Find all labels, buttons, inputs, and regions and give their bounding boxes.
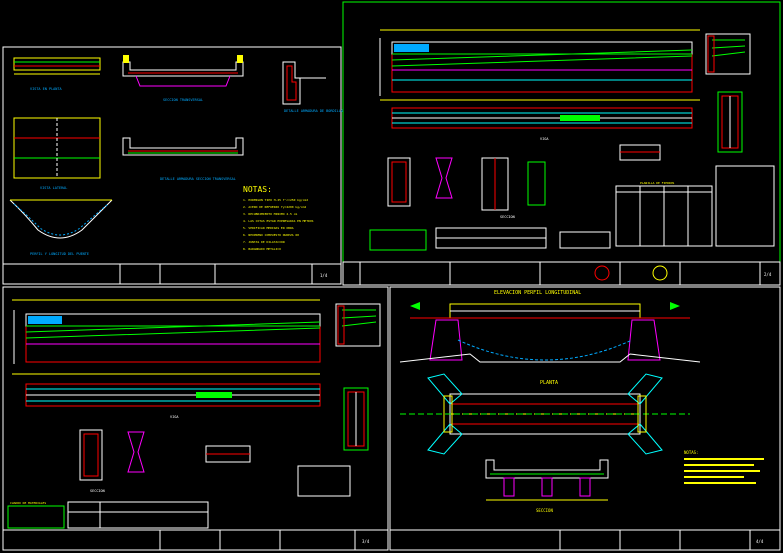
viga-seccion-extremo <box>705 33 751 75</box>
detalle-seccion: DETALLE ARMADURA SECCION TRANSVERSAL <box>122 137 244 181</box>
nota-8: 8. BARANDADO METALICO <box>243 247 281 251</box>
detalle-bordillo-title: DETALLE ARMADURA DE BORDILLO <box>284 109 343 113</box>
viga-seccion-extremo-bottom <box>335 303 381 347</box>
nota-7: 7. JUNTAS DE DILATACION <box>243 240 285 244</box>
viga-title-top: VIGA <box>540 137 549 141</box>
vista-en-planta: VISTA EN PLANTA <box>13 57 101 91</box>
seccion-puente-title: SECCION <box>536 508 553 513</box>
tablas-pequenas-top <box>369 227 611 251</box>
planilla-title: PLANILLA DE FIERROS <box>640 181 675 185</box>
arrow-left-icon <box>410 302 420 310</box>
nota-3: 3. RECUBRIMIENTO MINIMO 2.5 cm <box>243 212 297 216</box>
viga-elevacion-top <box>379 29 700 96</box>
cuadro-materiales-title: CUADRO DE MATERIALES <box>10 501 46 505</box>
seccion-puente: SECCION <box>485 459 609 513</box>
nota-5: 5. VERIFICAR MEDIDAS EN OBRA <box>243 226 294 230</box>
tb1-sheet-number: 1/4 <box>320 273 328 278</box>
planta-title: PLANTA <box>540 380 558 386</box>
tb2-sheet-number: 2/4 <box>764 272 772 277</box>
title-block-1: 1/4 <box>2 263 342 285</box>
sheet-top-right: VIGA SECCION PLANILLA DE FIERRO <box>342 29 781 286</box>
vista-planta-title: VISTA EN PLANTA <box>30 87 63 91</box>
nota-2: 2. ACERO DE REFUERZO fy=4200 kg/cm2 <box>243 205 306 209</box>
elevacion-title: ELEVACION PERFIL LONGITUDINAL <box>494 290 581 296</box>
notas-title: NOTAS: <box>243 185 272 194</box>
sheet-top-left: VISTA EN PLANTA SECCION TRANSVERSAL DETA… <box>2 55 343 285</box>
detalle-columna-bottom <box>343 387 369 451</box>
planilla-fierros: PLANILLA DE FIERROS <box>615 165 775 247</box>
vista-lateral: VISTA LATERAL <box>13 117 101 190</box>
notas-bottom-right: NOTAS: <box>684 450 764 484</box>
tb4-sheet-number: 4/4 <box>756 539 764 544</box>
sheet-bottom-left: VIGA SECCION CUADRO DE MATERIALES <box>2 299 389 551</box>
secciones-viga-bottom: SECCION <box>79 429 251 493</box>
nota-1: 1. HORMIGON TIPO H-25 f'c=250 kg/cm2 <box>243 198 308 202</box>
perfil-puente-title: PERFIL Y LONGITUD DEL PUENTE <box>30 252 89 256</box>
viga-planta-top: VIGA <box>380 99 700 141</box>
title-block-3: 3/4 <box>2 529 389 551</box>
nota-6: 6. NEOPRENO COMPUESTO DUREZA 60 <box>243 233 299 237</box>
seccion-transversal-title: SECCION TRANSVERSAL <box>163 98 203 102</box>
title-block-4: 4/4 <box>389 529 781 551</box>
cuadro-materiales: CUADRO DE MATERIALES <box>7 465 351 529</box>
nota-4: 4. LAS COTAS ESTAN EXPRESADAS EN METROS <box>243 219 314 223</box>
seccion-title-top: SECCION <box>500 215 515 219</box>
vista-lateral-title: VISTA LATERAL <box>40 186 67 190</box>
university-logo-icon <box>594 265 610 281</box>
viga-title-bottom: VIGA <box>170 415 179 419</box>
elevacion-longitudinal <box>399 302 701 363</box>
planta-puente: PLANTA <box>400 373 690 455</box>
secciones-viga-top: SECCION <box>387 144 661 219</box>
sheet-bottom-right: ELEVACION PERFIL LONGITUDINAL PLANTA <box>389 290 781 551</box>
tb3-sheet-number: 3/4 <box>362 539 370 544</box>
viga-planta-bottom: VIGA <box>12 373 321 419</box>
seccion-title-bottom: SECCION <box>90 489 105 493</box>
notas-top-left: NOTAS: 1. HORMIGON TIPO H-25 f'c=250 kg/… <box>243 185 314 251</box>
notas-br-title: NOTAS: <box>684 450 698 455</box>
detalle-bordillo: DETALLE ARMADURA DE BORDILLO <box>282 61 343 113</box>
viga-elevacion-bottom <box>12 299 321 364</box>
seal-logo-icon <box>652 265 668 281</box>
seccion-transversal: SECCION TRANSVERSAL <box>122 55 244 102</box>
perfil-puente: PERFIL Y LONGITUD DEL PUENTE <box>9 199 113 256</box>
title-block-2: 2/4 <box>342 261 781 286</box>
arrow-right-icon <box>670 302 680 310</box>
detalle-seccion-title: DETALLE ARMADURA SECCION TRANSVERSAL <box>160 177 236 181</box>
detalle-columna-top <box>717 91 743 153</box>
